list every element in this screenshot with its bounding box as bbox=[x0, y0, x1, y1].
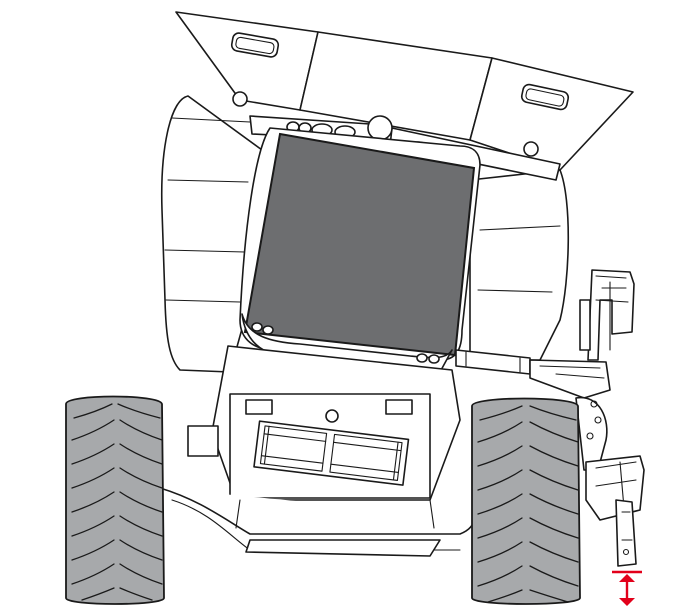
height-adjust-arrow-icon bbox=[612, 570, 642, 606]
cab-roof bbox=[175, 11, 634, 171]
left-tire bbox=[65, 395, 165, 605]
machine-body bbox=[160, 95, 570, 373]
windshield bbox=[243, 132, 476, 357]
side-arm-mechanism bbox=[455, 269, 645, 567]
right-tire bbox=[471, 397, 581, 605]
chassis bbox=[159, 345, 475, 557]
